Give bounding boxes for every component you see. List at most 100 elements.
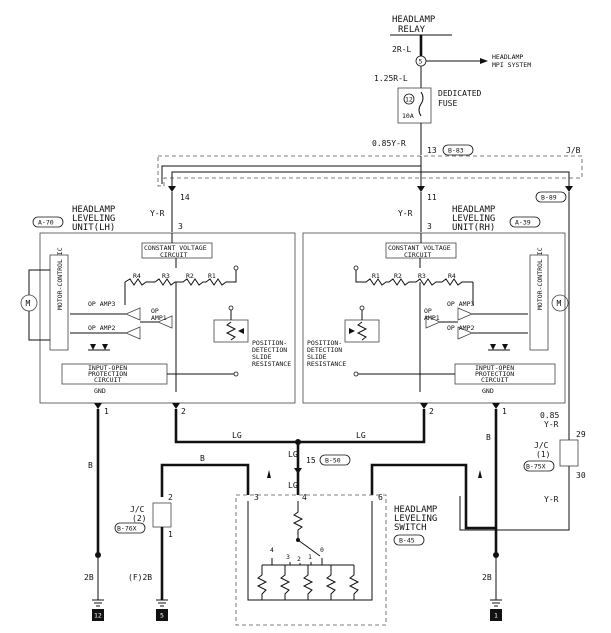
fuse-label-1: DEDICATED bbox=[438, 89, 482, 98]
ref-a39: A-39 bbox=[515, 219, 531, 227]
rh-unit-label-3: UNIT(RH) bbox=[452, 223, 495, 233]
ground-1-box bbox=[490, 609, 502, 621]
arrow-11 bbox=[417, 186, 425, 192]
wire-label-2b-left: 2B bbox=[84, 573, 94, 582]
ref-a70: A-70 bbox=[38, 219, 54, 227]
wire-label-085-a: 0.85 bbox=[540, 411, 559, 420]
ground-12-label: 12 bbox=[94, 612, 102, 620]
wire-b-to-sw3 bbox=[160, 463, 250, 497]
lh-unit-label-3: UNIT(LH) bbox=[72, 223, 115, 233]
jc2-box bbox=[152, 502, 172, 528]
lh-pos-3: SLIDE bbox=[252, 353, 272, 361]
rh-unit-label-2: LEVELING bbox=[452, 214, 495, 224]
rh-diode-2 bbox=[502, 344, 508, 350]
switch-contacts bbox=[271, 558, 323, 565]
rh-r1: R1 bbox=[372, 272, 380, 280]
lh-pos-2: DETECTION bbox=[252, 346, 287, 354]
lh-cv-label-1: CONSTANT VOLTAGE bbox=[144, 244, 207, 252]
switch-label-1: HEADLAMP bbox=[394, 505, 438, 515]
rh-op2-symbol bbox=[457, 326, 474, 340]
relay-label-1: HEADLAMP bbox=[392, 15, 436, 25]
ground-5-box bbox=[156, 609, 168, 621]
lh-motor-wires bbox=[28, 269, 50, 341]
arrow-rh-gnd bbox=[492, 403, 500, 409]
lh-slide-resistor bbox=[225, 321, 237, 341]
lh-cv-label-2: CIRCUIT bbox=[160, 251, 187, 259]
lh-r2: R2 bbox=[186, 272, 194, 280]
switch-res-b bbox=[279, 565, 291, 600]
switch-res-d bbox=[325, 565, 337, 600]
jc2-top-pin: 2 bbox=[168, 493, 173, 502]
arrow-up-right bbox=[478, 470, 482, 478]
switch-pos-2: 2 bbox=[297, 555, 301, 563]
switch-pos-0: 0 bbox=[320, 546, 324, 554]
rh-pos-3: SLIDE bbox=[307, 353, 327, 361]
arrow-lh-2 bbox=[172, 403, 180, 409]
rh-slide-terminal bbox=[359, 305, 365, 311]
ref-b45: B-45 bbox=[399, 537, 415, 545]
ground-5-symbol bbox=[156, 599, 168, 607]
fuse-amp: 10A bbox=[402, 112, 414, 120]
wire-label-2b-right: 2B bbox=[482, 573, 492, 582]
arrow-15 bbox=[294, 468, 302, 474]
wire-label-125rl: 1.25R-L bbox=[374, 74, 408, 83]
jc1-box bbox=[559, 439, 579, 467]
rh-op3-symbol bbox=[457, 307, 474, 321]
rh-op1-b: AMP1 bbox=[424, 314, 440, 322]
arrow-rh-2 bbox=[420, 403, 428, 409]
lh-op3-symbol bbox=[124, 307, 141, 321]
rh-unit: CONSTANT VOLTAGE CIRCUIT R1 R2 R3 R4 OP … bbox=[302, 232, 569, 404]
lh-motor-letter: M bbox=[26, 299, 31, 308]
jc1-label-a: J/C bbox=[534, 441, 549, 450]
lh-op1-symbol bbox=[156, 315, 173, 329]
rh-iop-2: PROTECTION bbox=[475, 370, 514, 378]
lh-unit-label-2: LEVELING bbox=[72, 214, 115, 224]
rh-motor-ic-box bbox=[529, 254, 549, 351]
ground-12-box bbox=[92, 609, 104, 621]
wire-label-lg-left: LG bbox=[232, 431, 242, 440]
switch-res-c bbox=[302, 565, 314, 600]
ref-a39-box bbox=[509, 216, 541, 228]
lh-iop-terminal bbox=[233, 371, 239, 377]
connector-2-rh: 2 bbox=[429, 407, 434, 416]
switch-label-2: LEVELING bbox=[394, 514, 437, 524]
rh-slide-resistor bbox=[356, 321, 368, 341]
jc2-label-b: (2) bbox=[132, 514, 146, 523]
rh-resistor-chain bbox=[355, 270, 473, 286]
lh-resistor-chain bbox=[124, 270, 237, 286]
connector-13: 13 bbox=[427, 146, 437, 155]
switch-common-rail bbox=[247, 501, 356, 601]
wire-label-f2b: (F)2B bbox=[128, 573, 152, 582]
arrow-to-mpi bbox=[480, 58, 488, 64]
wire-label-2rl: 2R-L bbox=[392, 45, 411, 54]
wire-label-yr-rh: Y-R bbox=[398, 209, 413, 218]
wire-label-yr-lh: Y-R bbox=[150, 209, 165, 218]
connector-2-lh: 2 bbox=[181, 407, 186, 416]
switch-pin-3: 3 bbox=[254, 493, 259, 502]
fuse-label-2: FUSE bbox=[438, 99, 457, 108]
mpi-label-2: MPI SYSTEM bbox=[492, 61, 531, 69]
ref-b83-box bbox=[442, 144, 474, 156]
lh-diode-1 bbox=[90, 344, 96, 350]
jc2-bot-pin: 1 bbox=[168, 530, 173, 539]
arrow-14 bbox=[168, 186, 176, 192]
wire-label-b-top: B bbox=[200, 454, 205, 463]
lh-motor-ic-box bbox=[49, 254, 69, 351]
connector-14: 14 bbox=[180, 193, 190, 202]
jb-dashed-box bbox=[157, 155, 583, 187]
fuse-box bbox=[397, 87, 432, 124]
switch-pin-4: 4 bbox=[302, 493, 307, 502]
wire-label-lg-right: LG bbox=[356, 431, 366, 440]
jb-label: J/B bbox=[566, 146, 581, 155]
connector-1-rh: 1 bbox=[502, 407, 507, 416]
switch-series-resistor bbox=[292, 501, 304, 540]
switch-contact-arm bbox=[297, 539, 321, 557]
wire-label-lg-mid: LG bbox=[288, 450, 298, 459]
lh-op2: OP AMP2 bbox=[88, 324, 115, 332]
lh-slide-arrow bbox=[238, 328, 244, 334]
wire-label-085yr: 0.85Y-R bbox=[372, 139, 406, 148]
rh-unit-box bbox=[302, 232, 566, 404]
rh-pos-1: POSITION- bbox=[307, 339, 342, 347]
rh-terminal-top bbox=[353, 265, 359, 271]
arrow-lh-gnd bbox=[94, 403, 102, 409]
